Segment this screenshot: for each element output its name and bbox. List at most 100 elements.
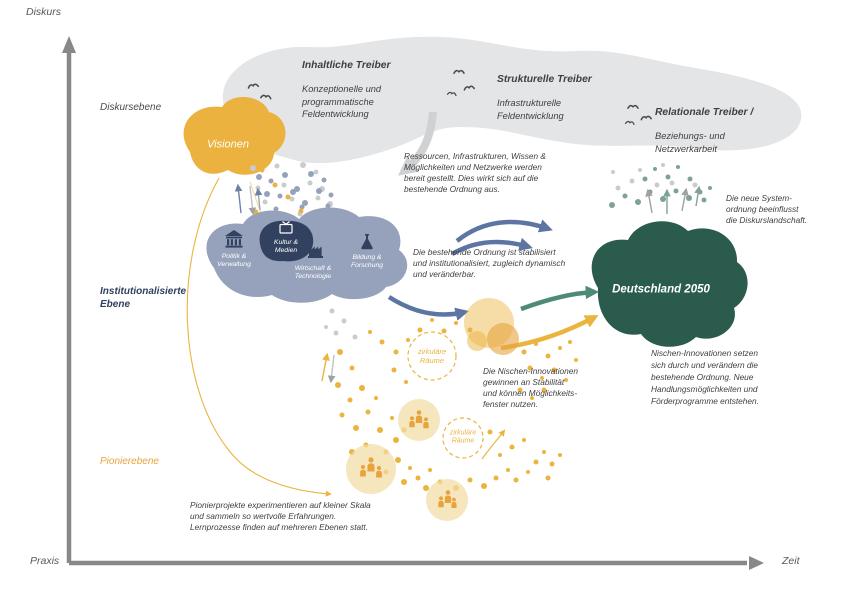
dot xyxy=(341,318,347,324)
dot xyxy=(393,437,399,443)
dot xyxy=(325,203,331,209)
regime-blob-group xyxy=(206,207,408,303)
dot xyxy=(298,208,304,214)
driver-strukturelle-title: Strukturelle Treiber xyxy=(497,73,592,85)
dot xyxy=(255,185,261,191)
dot xyxy=(701,197,707,203)
factory-icon xyxy=(308,244,323,258)
dot xyxy=(365,409,371,415)
dot xyxy=(337,349,343,355)
dot xyxy=(530,396,534,400)
dot xyxy=(541,387,547,393)
dot xyxy=(521,349,527,355)
dot xyxy=(564,378,568,382)
dot xyxy=(574,358,578,362)
dot xyxy=(408,466,412,470)
dot xyxy=(558,346,562,350)
annotation-resources: Ressourcen, Infrastrukturen, Wissen & Mö… xyxy=(404,151,546,194)
exchange-arrows-mid xyxy=(321,352,336,384)
axis-x-label-right: Zeit xyxy=(782,555,800,567)
government-building-icon xyxy=(225,230,243,248)
level-label-pioneer: Pionierebene xyxy=(100,456,159,467)
dot xyxy=(430,318,434,322)
landscape-blob xyxy=(222,36,802,164)
dot xyxy=(390,416,394,420)
learning-loop-curve xyxy=(186,177,332,497)
circular-space-label-1: zirkuläre Räume xyxy=(417,347,447,365)
flask-icon xyxy=(361,234,373,250)
dot xyxy=(406,338,410,342)
arrow-order-flow-2 xyxy=(450,237,533,256)
arrow-window-to-green xyxy=(520,285,600,312)
level-label-institutional: Institutionalisierte Ebene xyxy=(100,286,187,311)
dot xyxy=(635,199,641,205)
dot xyxy=(308,171,314,177)
dot xyxy=(321,177,327,183)
dot xyxy=(660,196,666,202)
dot xyxy=(268,178,274,184)
arrow-regime-to-window xyxy=(387,295,469,321)
annotation-pioneers: Pionierprojekte experimentieren auf klei… xyxy=(190,500,371,532)
system-feedback-arrows xyxy=(645,185,702,214)
dot xyxy=(391,367,397,373)
dot xyxy=(417,327,423,333)
dot xyxy=(622,193,628,199)
dot xyxy=(487,429,493,435)
dot xyxy=(374,396,378,400)
dot xyxy=(259,167,265,173)
arrow-circular-up xyxy=(481,429,506,460)
arrow-landscape-to-regime xyxy=(397,111,437,176)
dot xyxy=(428,468,432,472)
dot xyxy=(264,191,270,197)
level-label-discourse: Diskursebene xyxy=(100,102,162,113)
deutschland-2050-label: Deutschland 2050 xyxy=(612,283,710,296)
dot xyxy=(673,188,679,194)
dot xyxy=(661,163,665,167)
dot xyxy=(393,349,399,355)
dot xyxy=(262,199,268,205)
dot xyxy=(454,321,458,325)
dot xyxy=(665,174,671,180)
dot xyxy=(527,365,533,371)
dot xyxy=(347,397,353,403)
dot xyxy=(533,459,539,465)
visionen-label: Visionen xyxy=(207,138,249,151)
dot xyxy=(441,328,447,334)
dot xyxy=(256,174,262,180)
dot xyxy=(611,170,615,174)
dot xyxy=(324,325,328,329)
axes xyxy=(66,50,747,566)
dot xyxy=(277,193,283,199)
arrow-order-flow-1 xyxy=(455,219,553,243)
driver-strukturelle: Strukturelle Treiber Infrastrukturelle F… xyxy=(497,62,592,133)
dot xyxy=(349,365,355,371)
dot xyxy=(299,204,305,210)
dot xyxy=(558,453,562,457)
sector-label-wirtschaft: Wirtschaft & Technologie xyxy=(294,264,332,280)
dot xyxy=(687,176,693,182)
annotation-order: Die bestehende Ordnung ist stabilisiert … xyxy=(413,247,566,279)
dot xyxy=(542,450,546,454)
dot xyxy=(333,330,339,336)
dot xyxy=(513,477,519,483)
dot xyxy=(272,182,278,188)
dot xyxy=(638,168,642,172)
dot xyxy=(493,475,499,481)
media-screen-icon xyxy=(279,221,293,234)
driver-strukturelle-subtitle: Infrastrukturelle Feldentwicklung xyxy=(497,98,564,121)
dot xyxy=(498,453,502,457)
deutschland-2050-blob xyxy=(591,221,748,347)
dot xyxy=(642,176,648,182)
dot xyxy=(282,172,288,178)
dot xyxy=(653,167,657,171)
dot xyxy=(629,178,635,184)
driver-inhaltliche-subtitle: Konzeptionelle und programmatische Felde… xyxy=(302,84,382,119)
dot xyxy=(313,169,319,175)
dot xyxy=(545,475,551,481)
dot xyxy=(549,461,555,467)
dot xyxy=(329,308,335,314)
y-axis-arrowhead xyxy=(62,36,76,53)
dot xyxy=(401,479,407,485)
sector-label-bildung: Bildung & Forschung xyxy=(350,253,384,269)
dot xyxy=(368,330,372,334)
